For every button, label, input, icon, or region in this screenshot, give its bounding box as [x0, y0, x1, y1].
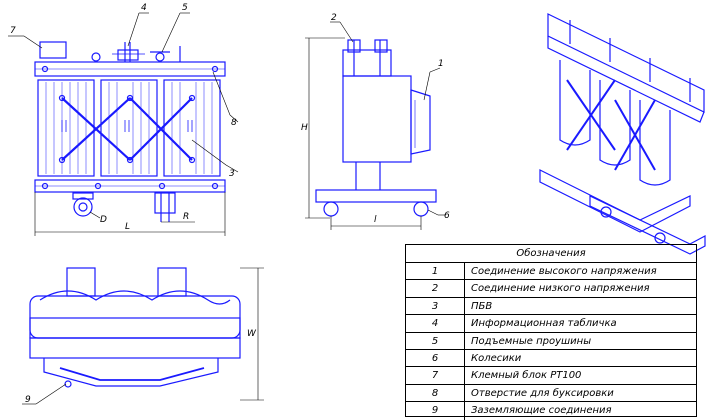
- dim-R: R: [183, 212, 189, 222]
- callout-5: 5: [182, 3, 188, 13]
- top-view: [29, 267, 241, 388]
- iso-coil-1: [559, 60, 591, 146]
- top-coil-cap-1: [66, 267, 96, 297]
- side-coil: [342, 75, 412, 163]
- top-beam: [29, 295, 241, 339]
- lifting-lug-left: [91, 52, 101, 62]
- legend-num: 3: [406, 297, 465, 315]
- legend-row: 6 Колесики: [406, 349, 696, 368]
- callout-6: 6: [444, 211, 450, 221]
- iso-coil-2: [599, 80, 631, 166]
- front-coil-right: [163, 79, 221, 177]
- lifting-lug-right: [155, 52, 165, 62]
- legend-title: Обозначения: [406, 245, 696, 263]
- legend-num: 1: [406, 263, 465, 280]
- dim-W: W: [247, 329, 257, 339]
- iso-base: [539, 169, 691, 233]
- legend-row: 5 Подъемные проушины: [406, 332, 696, 350]
- top-base-rail: [29, 337, 241, 359]
- callout-2: 2: [331, 13, 337, 23]
- legend-text: Колесики: [471, 352, 522, 364]
- callout-1: 1: [438, 59, 444, 69]
- legend-text: Подъемные проушины: [471, 335, 592, 347]
- front-view: [34, 41, 226, 222]
- callout-3: 3: [229, 169, 235, 179]
- dim-L: L: [125, 222, 130, 232]
- legend-num: 7: [406, 367, 465, 384]
- isometric-view: [539, 13, 706, 255]
- legend-num: 2: [406, 280, 465, 297]
- top-inner-rail: [29, 317, 241, 339]
- iso-top-beam: [547, 13, 705, 113]
- legend-num: 4: [406, 315, 465, 332]
- legend-text: Соединение низкого напряжения: [471, 283, 650, 295]
- top-dimensions: [22, 267, 264, 405]
- legend-num: 9: [406, 402, 465, 420]
- legend-text: ПБВ: [471, 300, 493, 312]
- hv-bar-2: [61, 97, 131, 161]
- legend-text: Информационная табличка: [471, 318, 617, 330]
- side-dimensions: [305, 21, 445, 230]
- legend-num: 8: [406, 384, 465, 402]
- iso-coil-3: [639, 100, 671, 186]
- pt100-terminal-block: [39, 41, 67, 59]
- legend-num: 6: [406, 349, 465, 367]
- info-plate: [117, 49, 139, 61]
- legend-text: Клемный блок PT100: [471, 370, 582, 382]
- side-wheel-right: [413, 201, 429, 217]
- side-wheel-left: [323, 201, 339, 217]
- callout-4: 4: [141, 3, 147, 13]
- grounding-point: [64, 380, 72, 388]
- dim-D: D: [100, 215, 107, 225]
- dim-l: l: [374, 215, 377, 225]
- front-coil-middle: [100, 79, 158, 177]
- legend-text: Отверстие для буксировки: [471, 387, 614, 399]
- legend-row: 8 Отверстие для буксировки: [406, 384, 696, 403]
- callout-9: 9: [25, 395, 31, 405]
- side-view: [315, 39, 437, 217]
- dim-H: H: [301, 123, 308, 133]
- legend-row: 7 Клемный блок PT100: [406, 367, 696, 385]
- legend-row: 9 Заземляющие соединения: [406, 402, 696, 420]
- hv-connection: [410, 89, 431, 155]
- legend-row: 2 Соединение низкого напряжения: [406, 280, 696, 298]
- hv-bar-4: [129, 97, 193, 161]
- front-dimensions: [34, 192, 226, 236]
- legend-text: Заземляющие соединения: [471, 405, 612, 417]
- legend-row: 1 Соединение высокого напряжения: [406, 263, 696, 281]
- front-wheel: [73, 197, 93, 217]
- side-top-frame: [342, 49, 392, 77]
- legend-row: 4 Информационная табличка: [406, 315, 696, 333]
- legend-row: 3 ПБВ: [406, 297, 696, 316]
- callout-8: 8: [231, 118, 237, 128]
- legend-num: 5: [406, 332, 465, 349]
- side-base: [315, 189, 437, 203]
- callout-7: 7: [10, 26, 16, 36]
- legend-table: Обозначения 1 Соединение высокого напряже…: [405, 244, 697, 420]
- legend-text: Соединение высокого напряжения: [471, 266, 657, 277]
